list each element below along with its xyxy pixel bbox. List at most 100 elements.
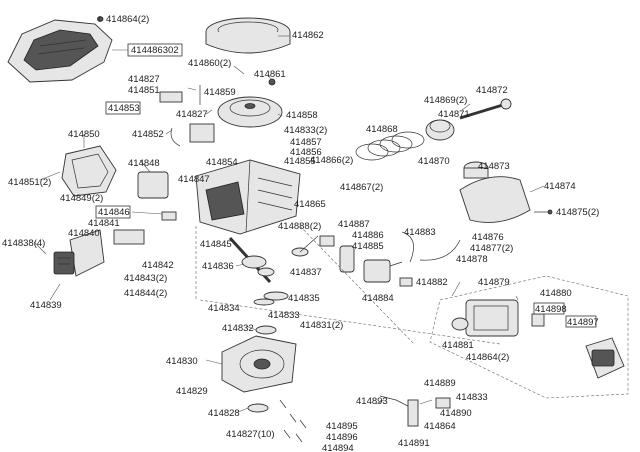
label-414860-2: 414860(2)	[188, 58, 231, 69]
label-414836: 414836	[202, 261, 234, 272]
label-414830: 414830	[166, 356, 198, 367]
fuel-line	[419, 239, 461, 261]
label-414864-2: 414864(2)	[106, 14, 149, 25]
label-414877-2: 414877(2)	[470, 243, 513, 254]
sump-gear	[255, 325, 277, 335]
carburetor	[363, 231, 414, 283]
label-414486302: 414486302	[131, 45, 179, 56]
label-414838-4: 414838(4)	[2, 238, 45, 249]
filter-element	[531, 313, 545, 327]
part-labels: 414864(2) 414862 414486302 414860(2) 414…	[2, 14, 599, 452]
label-414890: 414890	[440, 408, 472, 419]
label-414843-2: 414843(2)	[124, 273, 167, 284]
label-414850: 414850	[68, 129, 100, 140]
engine-block	[195, 159, 301, 235]
piston-rings	[355, 131, 425, 161]
engine-shroud	[7, 19, 113, 83]
assembly-line	[199, 299, 501, 345]
intake-manifold	[113, 229, 145, 245]
fuel-tank	[459, 161, 531, 223]
label-414852: 414852	[132, 129, 164, 140]
label-414885: 414885	[352, 241, 384, 252]
label-414844-2: 414844(2)	[124, 288, 167, 299]
label-414873: 414873	[478, 161, 510, 172]
label-414893: 414893	[356, 396, 388, 407]
spark-plug	[161, 211, 177, 221]
label-414897: 414897	[567, 317, 599, 328]
label-414858: 414858	[286, 110, 318, 121]
label-414845: 414845	[200, 239, 232, 250]
label-414874: 414874	[544, 181, 576, 192]
label-414840: 414840	[68, 228, 100, 239]
label-414875-2: 414875(2)	[556, 207, 599, 218]
muffler	[137, 171, 169, 199]
fuel-pump	[399, 277, 413, 287]
label-414867-2: 414867(2)	[340, 182, 383, 193]
label-414832: 414832	[222, 323, 254, 334]
label-414889: 414889	[424, 378, 456, 389]
label-414894: 414894	[322, 443, 354, 452]
label-414833-2: 414833(2)	[284, 125, 327, 136]
label-414854: 414854	[206, 157, 238, 168]
gasket	[339, 245, 355, 273]
air-filter-cover	[585, 337, 625, 379]
valve-cover	[61, 145, 117, 197]
label-414878: 414878	[456, 254, 488, 265]
governor-linkage	[379, 395, 451, 427]
label-414869-2: 414869(2)	[424, 95, 467, 106]
label-414849-2: 414849(2)	[60, 193, 103, 204]
label-414853: 414853	[108, 103, 140, 114]
label-414856: 414856	[290, 147, 322, 158]
connecting-rod	[291, 235, 319, 257]
label-414833: 414833	[456, 392, 488, 403]
label-414842: 414842	[142, 260, 174, 271]
air-cleaner-assembly	[451, 299, 519, 337]
label-414872: 414872	[476, 85, 508, 96]
label-414888-2: 414888(2)	[278, 221, 321, 232]
label-414831-2: 414831(2)	[300, 320, 343, 331]
camshaft-gear	[263, 291, 289, 301]
blower-housing	[205, 17, 291, 54]
ignition-lead	[170, 127, 181, 147]
label-414880: 414880	[540, 288, 572, 299]
label-414827-10: 414827(10)	[226, 429, 275, 440]
label-414851-2: 414851(2)	[8, 177, 51, 188]
label-414827: 414827	[128, 74, 160, 85]
label-414884: 414884	[362, 293, 394, 304]
label-414886: 414886	[352, 230, 384, 241]
label-414839: 414839	[30, 300, 62, 311]
label-414896: 414896	[326, 432, 358, 443]
label-414834: 414834	[208, 303, 240, 314]
air-filter-housing	[53, 229, 105, 277]
label-414883: 414883	[404, 227, 436, 238]
label-414866-2: 414866(2)	[310, 155, 353, 166]
oil-sump	[221, 335, 297, 393]
sump-bolts	[279, 399, 307, 443]
label-414855: 414855	[284, 156, 316, 167]
label-414861: 414861	[254, 69, 286, 80]
label-414846: 414846	[98, 207, 130, 218]
label-414865: 414865	[294, 199, 326, 210]
oil-seal	[247, 403, 269, 413]
label-414882: 414882	[416, 277, 448, 288]
piston-rod	[459, 98, 512, 120]
label-414868: 414868	[366, 124, 398, 135]
label-414841: 414841	[88, 218, 120, 229]
assembly-line	[299, 225, 415, 345]
label-414847: 414847	[178, 174, 210, 185]
label-414829: 414829	[176, 386, 208, 397]
label-414851: 414851	[128, 85, 160, 96]
label-414871: 414871	[438, 109, 470, 120]
label-414891: 414891	[398, 438, 430, 449]
label-414862: 414862	[292, 30, 324, 41]
flywheel	[217, 96, 283, 128]
label-414879: 414879	[478, 277, 510, 288]
label-414837: 414837	[290, 267, 322, 278]
label-414898: 414898	[535, 304, 567, 315]
crankshaft	[228, 236, 275, 284]
ignition-module	[189, 123, 215, 143]
label-414881: 414881	[442, 340, 474, 351]
label-414828: 414828	[208, 408, 240, 419]
